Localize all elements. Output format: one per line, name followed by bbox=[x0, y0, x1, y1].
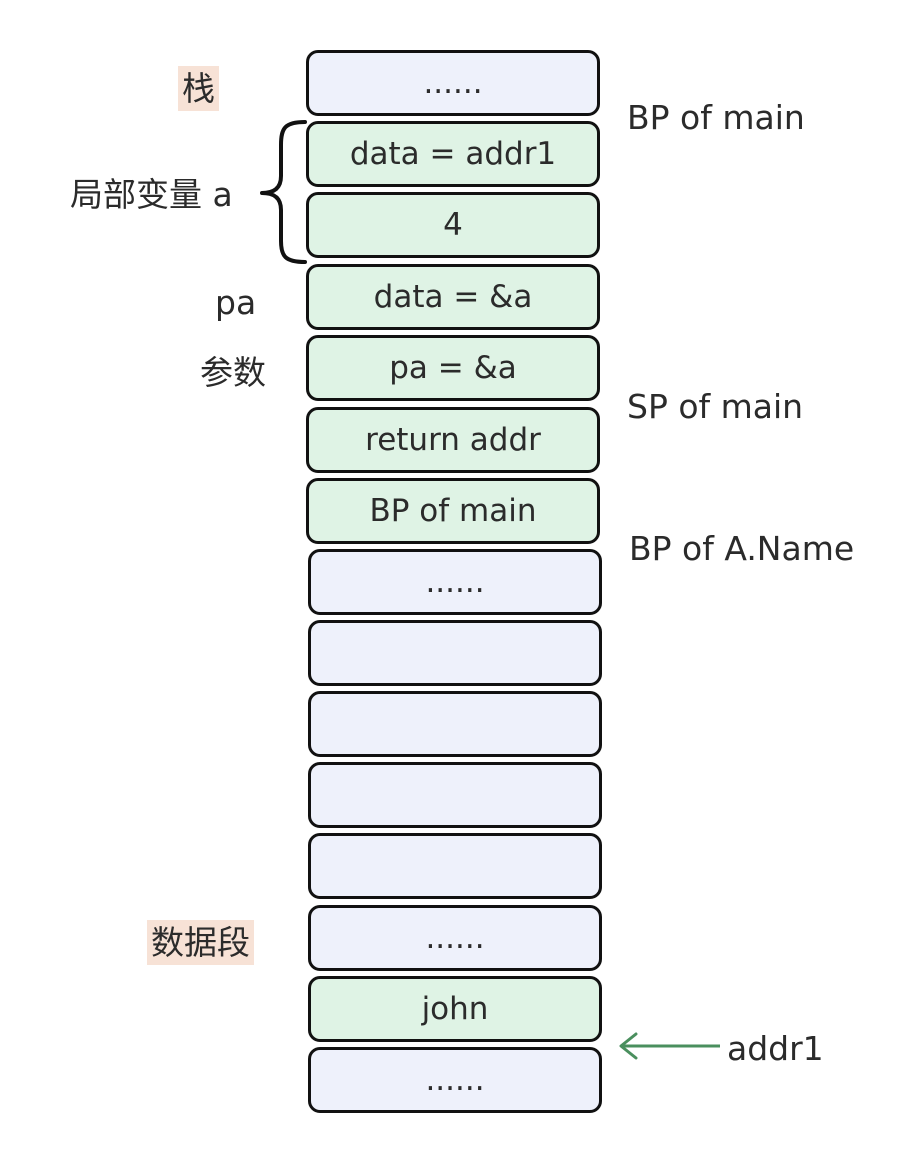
memory-cell: ...... bbox=[308, 1047, 602, 1113]
memory-cell: pa = &a bbox=[306, 335, 600, 401]
memory-cell: john bbox=[308, 976, 602, 1042]
memory-cell bbox=[308, 691, 602, 757]
bp-of-aname-label: BP of A.Name bbox=[629, 529, 855, 568]
addr1-arrow bbox=[619, 1032, 720, 1060]
bp-of-main-label: BP of main bbox=[627, 98, 805, 137]
data-segment-section-label: 数据段 bbox=[147, 920, 254, 965]
memory-cell: return addr bbox=[306, 407, 600, 473]
stack-section-label: 栈 bbox=[178, 66, 219, 111]
memory-cell: ...... bbox=[308, 905, 602, 971]
parameter-label: 参数 bbox=[200, 353, 266, 392]
memory-cell: data = addr1 bbox=[306, 121, 600, 187]
local-variable-brace bbox=[260, 120, 307, 264]
memory-cell: ...... bbox=[306, 50, 600, 116]
memory-cell bbox=[308, 762, 602, 828]
addr1-label: addr1 bbox=[727, 1029, 824, 1068]
memory-cell: BP of main bbox=[306, 478, 600, 544]
memory-cell: data = &a bbox=[306, 264, 600, 330]
sp-of-main-label: SP of main bbox=[627, 387, 804, 426]
pa-label: pa bbox=[215, 283, 257, 322]
local-variable-label: 局部变量 a bbox=[70, 175, 233, 214]
memory-cell bbox=[308, 620, 602, 686]
memory-cell: ...... bbox=[308, 549, 602, 615]
memory-cell bbox=[308, 833, 602, 899]
memory-cell: 4 bbox=[306, 192, 600, 258]
